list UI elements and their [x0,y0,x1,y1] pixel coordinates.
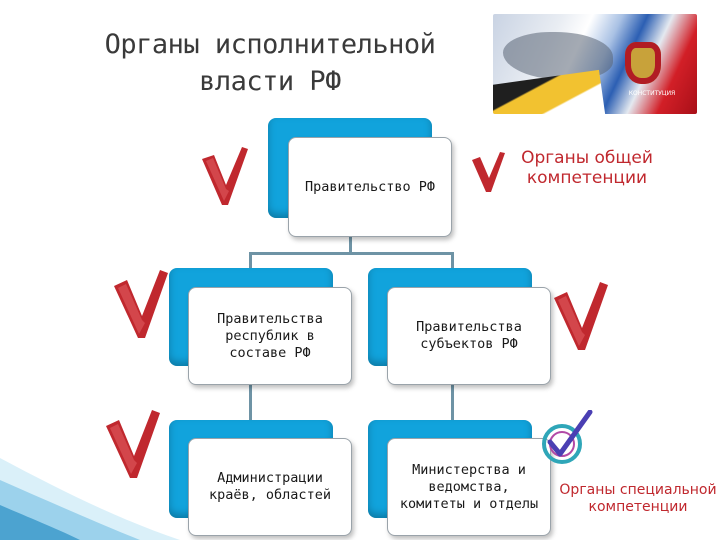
red-checkmark-icon [112,268,170,340]
red-checkmark-icon [200,145,250,207]
circle-checkmark-icon [540,410,596,468]
box-ministries-label: Министерства и ведомства, комитеты и отд… [392,462,546,513]
label-general-competence: Органы общей компетенции [502,148,672,188]
coat-of-arms-icon [625,42,661,84]
connector-right-mid [451,384,454,420]
box-republic-governments: Правительства республик в составе РФ [188,287,352,385]
label-special-competence: Органы специальной компетенции [558,482,718,516]
flag-caption: КОНСТИТУЦИЯ [617,90,687,97]
box-government-rf-label: Правительство РФ [305,179,435,196]
box-administrations: Администрации краёв, областей [188,438,352,536]
box-subject-governments-label: Правительства субъектов РФ [392,319,546,353]
red-checkmark-icon [470,150,506,194]
title-line-1: Органы исполнительной [60,26,480,63]
flag-emblem-image: КОНСТИТУЦИЯ [493,14,697,114]
connector-left-mid [249,384,252,420]
decorative-swoosh [0,450,180,540]
box-administrations-label: Администрации краёв, областей [193,470,347,504]
box-government-rf: Правительство РФ [288,137,452,237]
connector-horizontal [249,252,454,255]
ribbon-shape [493,70,606,114]
title-line-2: власти РФ [60,63,480,100]
box-subject-governments: Правительства субъектов РФ [387,287,551,385]
box-republic-governments-label: Правительства республик в составе РФ [193,311,347,362]
box-ministries: Министерства и ведомства, комитеты и отд… [387,438,551,536]
page-title: Органы исполнительной власти РФ [60,26,480,100]
red-checkmark-icon [552,280,610,352]
